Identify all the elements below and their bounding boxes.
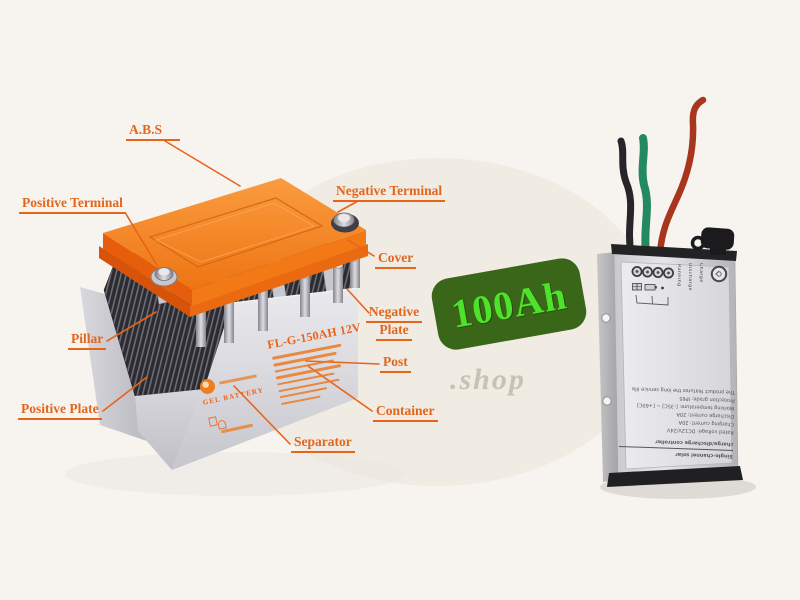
led-label-running: Running (676, 264, 681, 287)
callout-cover: Cover (375, 250, 417, 269)
post (332, 261, 344, 303)
negative-terminal (331, 212, 359, 233)
callout-container: Container (373, 403, 438, 422)
black-wire (617, 137, 635, 257)
leader-abs (164, 140, 241, 187)
mounting-hole (601, 313, 611, 323)
leader-positive-plate (102, 376, 148, 412)
battery-shadow (65, 452, 405, 496)
battery-icon (644, 284, 657, 291)
led-label-charge: Charge (698, 263, 703, 283)
leader-negative-terminal (337, 200, 359, 213)
battery-container-label-face (172, 288, 358, 470)
leader-positive-terminal (125, 213, 159, 268)
battery-cover (99, 178, 368, 317)
callout-negative-terminal: Negative Terminal (333, 183, 446, 202)
controller-illustration (597, 96, 756, 499)
controller-base (607, 466, 743, 487)
callout-abs: A.B.S (126, 122, 181, 141)
callout-pillar: Pillar (68, 331, 107, 350)
red-wire (656, 96, 707, 257)
green-wire (638, 134, 651, 257)
callout-post: Post (380, 354, 411, 373)
callout-separator: Separator (291, 434, 355, 453)
terminal-screws (631, 266, 674, 279)
controller-face-panel (620, 261, 733, 470)
mounting-hole (602, 396, 612, 406)
rubber-cap (690, 227, 735, 255)
leader-negative-plate (346, 288, 370, 314)
leader-cover (347, 239, 375, 257)
callout-negative-plate: Negative Plate (363, 304, 425, 341)
certification-icon (208, 416, 218, 427)
leader-container (307, 365, 373, 412)
terminal-bracket (635, 294, 669, 306)
leader-separator (233, 385, 291, 445)
positive-terminal (150, 267, 178, 287)
capacity-badge-text: 100Ah (447, 271, 571, 337)
callout-positive-plate: Positive Plate (18, 401, 102, 420)
controller-top-strip (611, 244, 737, 261)
battery-illustration (65, 140, 405, 496)
callout-positive-terminal: Positive Terminal (19, 195, 126, 214)
solar-panel-icon (632, 283, 642, 291)
load-dot-icon (661, 286, 664, 290)
callout-leader-lines (102, 140, 380, 445)
controller-spec-text: Single-channel solar charge/discharge co… (618, 384, 735, 460)
battery-container-bottom (135, 389, 204, 470)
leader-pillar (106, 311, 157, 342)
led-label-discharge: Discharge (687, 263, 692, 291)
controller-button (710, 265, 728, 283)
shop-watermark: .shop (450, 363, 526, 396)
brand-logo-icon (200, 379, 215, 394)
battery-container-left-wall (80, 287, 147, 441)
